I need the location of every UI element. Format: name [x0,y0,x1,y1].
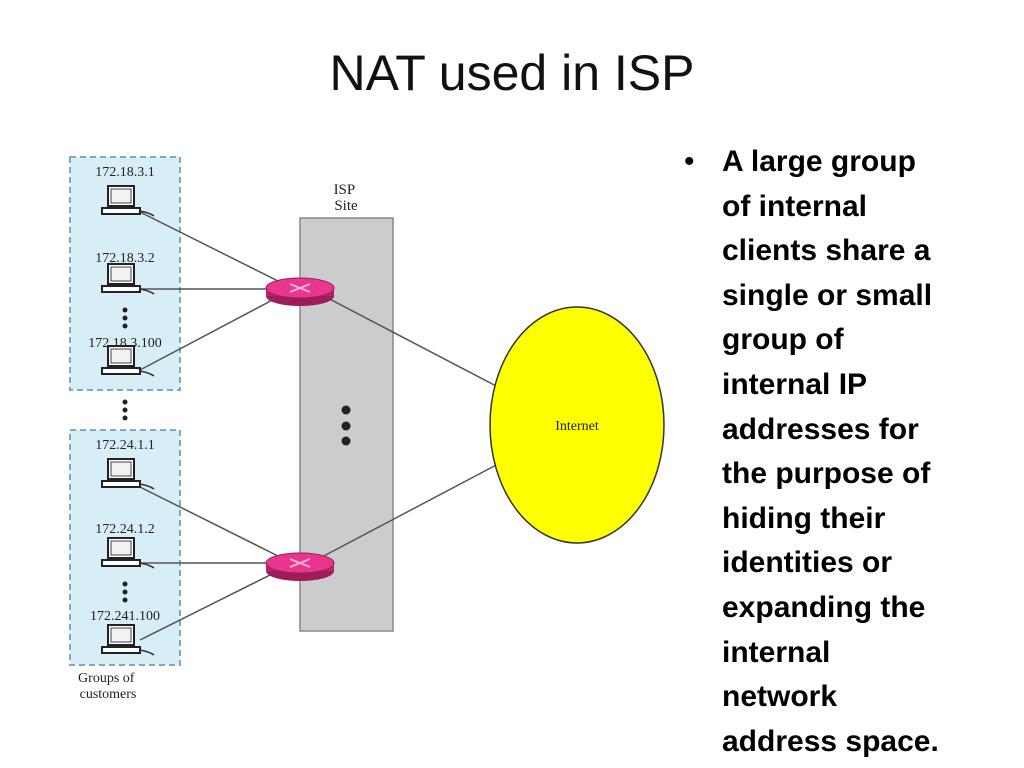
isp-site-label: ISP Site [334,182,359,214]
bullet-line: clients share a [722,234,931,268]
network-links [139,211,501,641]
bullet-line: address space. [722,724,939,758]
bullet-line: single or small [722,278,933,312]
bullet-list: • A large group of internal clients shar… [684,140,1014,764]
host-address: 172.18.3.1 [95,165,155,180]
ellipsis-icon [122,307,128,329]
router-icon [265,552,335,582]
ellipsis-icon [122,399,128,421]
bullet-line: hiding their [722,501,886,535]
ellipsis-icon [122,581,128,603]
bullet-line: network [722,680,838,714]
host-address: 172.18.3.2 [95,251,155,266]
bullet-line: addresses for [722,412,919,446]
internet-cloud [489,306,665,544]
bullet-line: identities or [722,546,893,580]
bullet-line: internal IP [722,367,868,401]
groups-caption: Groups of customers [78,671,138,702]
bullet-marker: • [684,145,695,178]
host-address: 172.241.100 [90,609,160,624]
bullet-line: internal [722,635,831,669]
bullet-line: group of [722,323,844,357]
bullet-line: A large group [722,145,916,178]
bullet-line: of internal [722,189,868,223]
bullet-item: • A large group of internal clients shar… [684,140,1014,764]
host-address: 172.24.1.1 [95,438,155,453]
nat-isp-diagram: ISP Site Internet 172.18.3.1 172.18.3.2 … [69,156,665,702]
host-address: 172.18.3.100 [88,336,162,351]
ellipsis-icon [341,405,351,446]
bullet-line: expanding the [722,590,926,624]
router-icon [265,277,335,307]
host-address: 172.24.1.2 [95,522,155,537]
bullet-line: the purpose of [722,457,931,491]
slide-title: NAT used in ISP [329,45,695,101]
internet-label: Internet [555,419,599,434]
